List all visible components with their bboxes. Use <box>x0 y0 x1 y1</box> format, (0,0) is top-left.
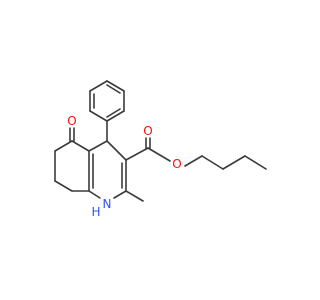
phenyl-bond <box>89 80 108 92</box>
phenyl-bond <box>89 110 108 122</box>
phenyl-bond <box>106 108 121 118</box>
butyl-bond <box>201 155 224 170</box>
ring-bond <box>113 190 127 199</box>
ester-bond <box>125 147 149 161</box>
butyl-bond <box>244 155 267 170</box>
ring-bond <box>88 190 101 199</box>
nitrogen-hydrogen-label: H <box>91 205 100 219</box>
ester-oxygen-double-label: O <box>143 124 152 138</box>
butyl-bond <box>184 155 203 167</box>
ester-oxygen-single-label: O <box>172 157 181 171</box>
butyl-bond <box>222 155 246 170</box>
phenyl-bond <box>106 80 125 92</box>
phenyl-bond <box>106 110 125 122</box>
bonds <box>54 80 267 202</box>
nitrogen-label: N <box>103 197 112 211</box>
ring-bond <box>54 180 73 192</box>
molecule-drawing: O O O N H <box>54 80 267 219</box>
ring-bond <box>88 140 108 152</box>
ring-bond <box>106 140 127 161</box>
ring-bond <box>71 140 90 152</box>
phenyl-bond <box>106 84 121 94</box>
ester-bond <box>147 147 171 162</box>
methyl-bond <box>125 190 144 202</box>
ring-bond <box>54 140 73 152</box>
carbonyl-oxygen-label: O <box>67 114 76 128</box>
structure-diagram: O O O N H <box>54 80 267 219</box>
atom-labels: O O O N H <box>67 114 181 219</box>
